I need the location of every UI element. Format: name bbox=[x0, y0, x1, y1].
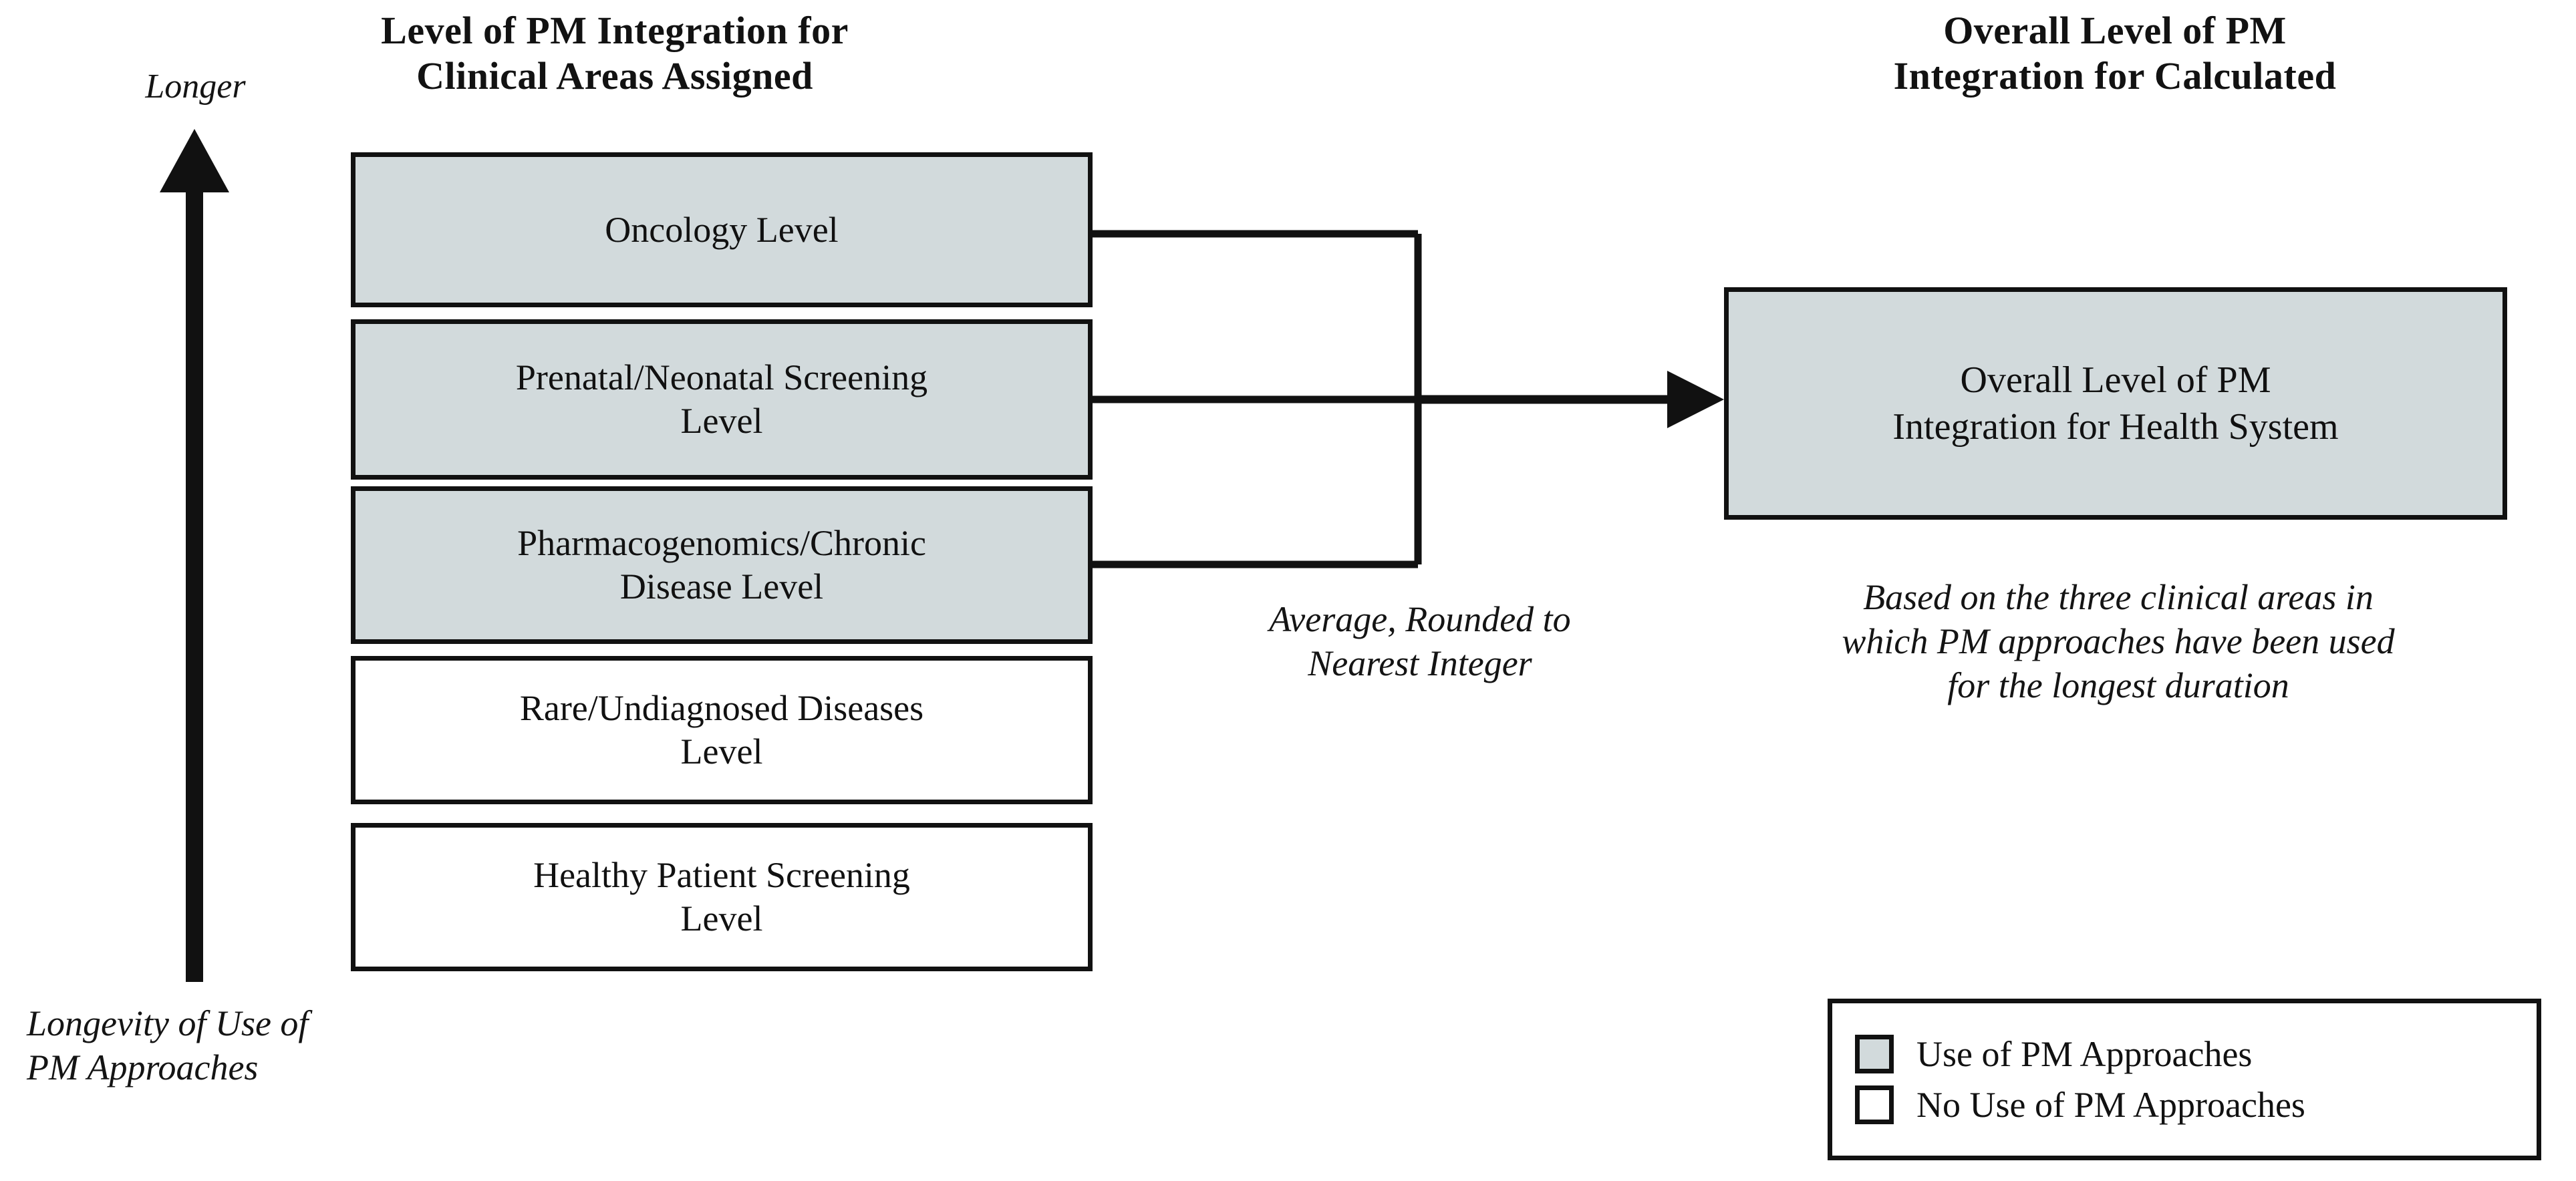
level-box-oncology[interactable]: Oncology Level bbox=[351, 152, 1093, 307]
level-box-rare-undiagnosed-label-line1: Rare/Undiagnosed Diseases bbox=[519, 688, 924, 729]
level-box-pharmacogenomics-chronic[interactable]: Pharmacogenomics/Chronic Disease Level bbox=[351, 486, 1093, 644]
legend-item-use: Use of PM Approaches bbox=[1855, 1035, 2514, 1073]
longer-label: Longer bbox=[145, 67, 246, 106]
right-column-header-line2: Integration for Calculated bbox=[1893, 54, 2337, 98]
level-box-oncology-label: Oncology Level bbox=[605, 209, 839, 250]
average-annotation-line2: Nearest Integer bbox=[1308, 643, 1532, 683]
average-annotation-line1: Average, Rounded to bbox=[1269, 599, 1571, 639]
legend-item-use-label: Use of PM Approaches bbox=[1916, 1034, 2253, 1074]
aggregate-box-overall-pm-integration[interactable]: Overall Level of PM Integration for Heal… bbox=[1724, 287, 2507, 520]
longevity-arrow-icon bbox=[160, 129, 229, 982]
right-column-header: Overall Level of PM Integration for Calc… bbox=[1684, 8, 2546, 100]
level-box-rare-undiagnosed-label-line2: Level bbox=[680, 731, 763, 772]
average-arrow-icon bbox=[1418, 371, 1724, 428]
aggregate-caption-line3: for the longest duration bbox=[1947, 665, 2289, 705]
left-column-header-line1: Level of PM Integration for bbox=[381, 9, 849, 52]
aggregate-caption-line1: Based on the three clinical areas in bbox=[1863, 577, 2374, 617]
legend-swatch-empty-icon bbox=[1855, 1085, 1894, 1124]
level-box-pharmacogenomics-chronic-label-line2: Disease Level bbox=[619, 566, 824, 607]
level-box-prenatal-neonatal-label-line2: Level bbox=[680, 401, 763, 441]
aggregation-connector bbox=[1089, 230, 1422, 568]
level-box-pharmacogenomics-chronic-label-line1: Pharmacogenomics/Chronic bbox=[517, 523, 926, 564]
left-column-header-line2: Clinical Areas Assigned bbox=[416, 54, 813, 98]
legend-item-no-use-label: No Use of PM Approaches bbox=[1916, 1085, 2305, 1125]
level-box-healthy-patient-screening[interactable]: Healthy Patient Screening Level bbox=[351, 823, 1093, 971]
legend-swatch-filled-icon bbox=[1855, 1035, 1894, 1073]
aggregate-box-label-line2: Integration for Health System bbox=[1892, 406, 2339, 448]
level-box-prenatal-neonatal-label-line1: Prenatal/Neonatal Screening bbox=[515, 357, 928, 398]
level-box-healthy-patient-screening-label-line1: Healthy Patient Screening bbox=[533, 855, 910, 896]
level-box-rare-undiagnosed[interactable]: Rare/Undiagnosed Diseases Level bbox=[351, 656, 1093, 804]
left-column-header: Level of PM Integration for Clinical Are… bbox=[254, 8, 976, 100]
longevity-caption-line1: Longevity of Use of bbox=[27, 1003, 309, 1043]
right-column-header-line1: Overall Level of PM bbox=[1943, 9, 2287, 52]
longevity-caption-line2: PM Approaches bbox=[27, 1047, 259, 1087]
longevity-caption: Longevity of Use of PM Approaches bbox=[27, 1002, 508, 1090]
aggregate-caption-line2: which PM approaches have been used bbox=[1842, 621, 2395, 661]
average-annotation: Average, Rounded to Nearest Integer bbox=[1163, 598, 1677, 686]
aggregate-caption: Based on the three clinical areas in whi… bbox=[1684, 576, 2553, 708]
legend-box: Use of PM Approaches No Use of PM Approa… bbox=[1828, 999, 2541, 1160]
legend-item-no-use: No Use of PM Approaches bbox=[1855, 1085, 2514, 1124]
aggregate-box-label-line1: Overall Level of PM bbox=[1960, 359, 2271, 401]
level-box-prenatal-neonatal[interactable]: Prenatal/Neonatal Screening Level bbox=[351, 319, 1093, 480]
level-box-healthy-patient-screening-label-line2: Level bbox=[680, 898, 763, 939]
